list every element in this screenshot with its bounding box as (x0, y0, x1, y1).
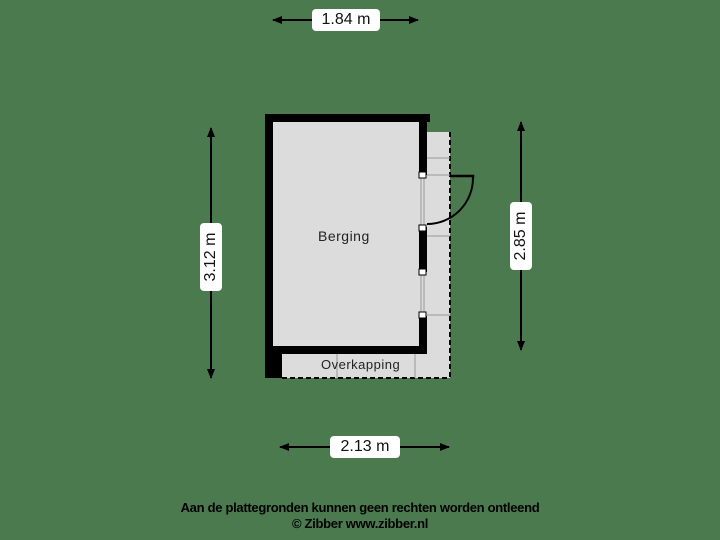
dimension-bottom-label: 2.13 m (330, 436, 400, 458)
walls (265, 114, 430, 378)
dimension-top-label: 1.84 m (312, 9, 380, 31)
dimension-left-label: 3.12 m (200, 223, 222, 291)
overkapping-area (282, 132, 451, 379)
berging-floor (273, 122, 419, 346)
room-label-berging: Berging (318, 228, 370, 244)
door (418, 171, 475, 232)
room-label-overkapping: Overkapping (321, 357, 401, 372)
window (418, 268, 427, 319)
dimension-right-label: 2.85 m (510, 202, 532, 270)
copyright-text: © Zibber www.zibber.nl (291, 516, 429, 531)
disclaimer-text: Aan de plattegronden kunnen geen rechten… (180, 500, 540, 515)
